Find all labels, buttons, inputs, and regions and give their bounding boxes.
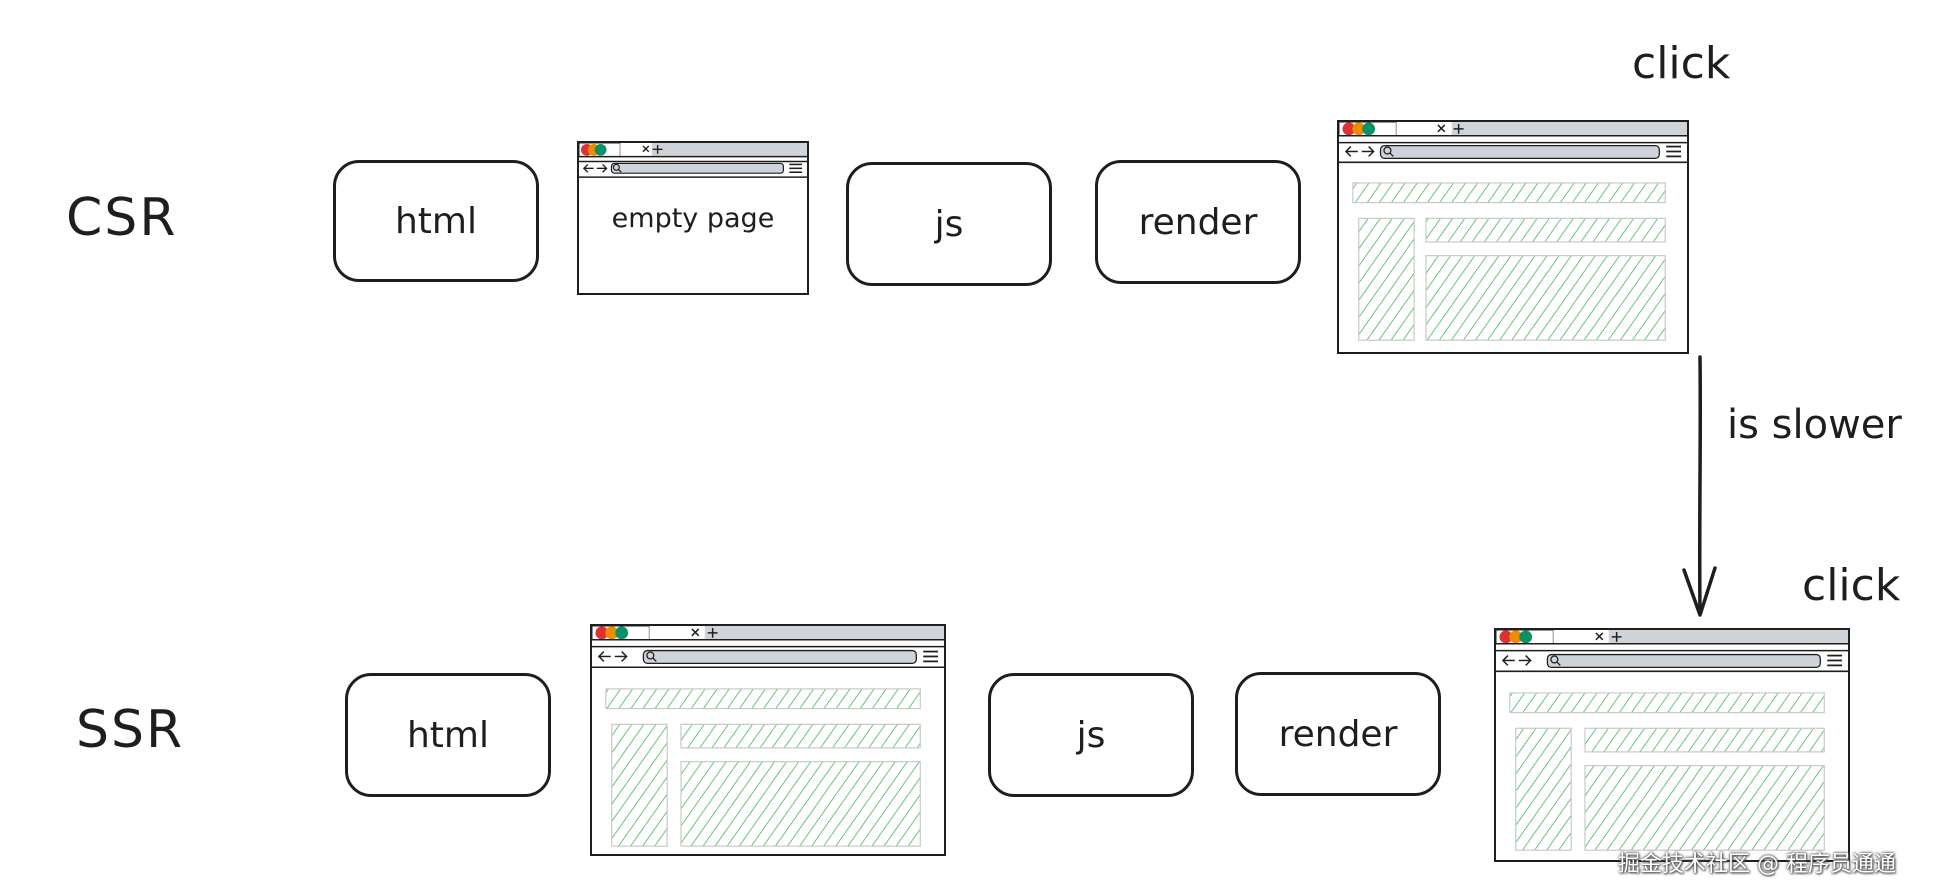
ssr-html-step-label: html bbox=[406, 714, 489, 756]
search-icon bbox=[612, 163, 622, 173]
ssr-js-step-label: js bbox=[1076, 714, 1106, 756]
browser-chrome bbox=[1339, 122, 1687, 341]
search-icon bbox=[1383, 146, 1394, 157]
csr-html-step-label: html bbox=[394, 200, 477, 242]
forward-arrow-icon bbox=[614, 651, 628, 662]
forward-arrow-icon bbox=[1361, 146, 1375, 157]
ssr-js-step: js bbox=[988, 673, 1194, 797]
plus-icon bbox=[1453, 123, 1464, 134]
menu-icon bbox=[789, 163, 803, 173]
ssr-final-rendered-browser bbox=[1494, 628, 1850, 862]
csr-render-step: render bbox=[1095, 160, 1301, 284]
slower-arrow bbox=[1682, 355, 1717, 617]
search-icon bbox=[1550, 655, 1561, 666]
back-arrow-icon bbox=[582, 163, 594, 173]
browser-chrome bbox=[579, 143, 807, 178]
menu-icon bbox=[923, 650, 939, 663]
ssr-row-label: SSR bbox=[76, 700, 185, 760]
browser-chrome bbox=[1496, 630, 1848, 851]
csr-empty-page-browser: empty page bbox=[577, 141, 809, 295]
ssr-click-label: click bbox=[1802, 560, 1901, 611]
csr-render-step-label: render bbox=[1138, 201, 1258, 243]
close-icon bbox=[642, 145, 650, 153]
forward-arrow-icon bbox=[596, 163, 608, 173]
ssr-html-step: html bbox=[345, 673, 551, 797]
close-icon bbox=[1595, 632, 1604, 641]
csr-js-step-label: js bbox=[934, 203, 964, 245]
ssr-render-step-label: render bbox=[1278, 713, 1398, 755]
ssr-render-step: render bbox=[1235, 672, 1441, 796]
csr-click-label: click bbox=[1632, 38, 1731, 89]
browser-chrome bbox=[592, 626, 944, 847]
ssr-first-rendered-browser bbox=[590, 624, 946, 856]
csr-rendered-browser bbox=[1337, 120, 1689, 354]
slower-arrow-label: is slower bbox=[1727, 402, 1902, 448]
menu-icon bbox=[1827, 654, 1843, 667]
plus-icon bbox=[707, 627, 718, 638]
empty-page-text: empty page bbox=[611, 203, 775, 234]
close-icon bbox=[691, 628, 700, 637]
back-arrow-icon bbox=[1501, 655, 1515, 666]
plus-icon bbox=[652, 144, 663, 154]
search-icon bbox=[646, 651, 657, 662]
back-arrow-icon bbox=[1344, 146, 1358, 157]
csr-js-step: js bbox=[846, 162, 1052, 286]
plus-icon bbox=[1611, 631, 1622, 642]
close-icon bbox=[1437, 124, 1446, 133]
csr-html-step: html bbox=[333, 160, 539, 282]
forward-arrow-icon bbox=[1518, 655, 1532, 666]
menu-icon bbox=[1666, 145, 1682, 158]
csr-row-label: CSR bbox=[66, 188, 178, 248]
watermark: 掘金技术社区 @ 程序员通通 bbox=[1618, 852, 1896, 877]
back-arrow-icon bbox=[597, 651, 611, 662]
